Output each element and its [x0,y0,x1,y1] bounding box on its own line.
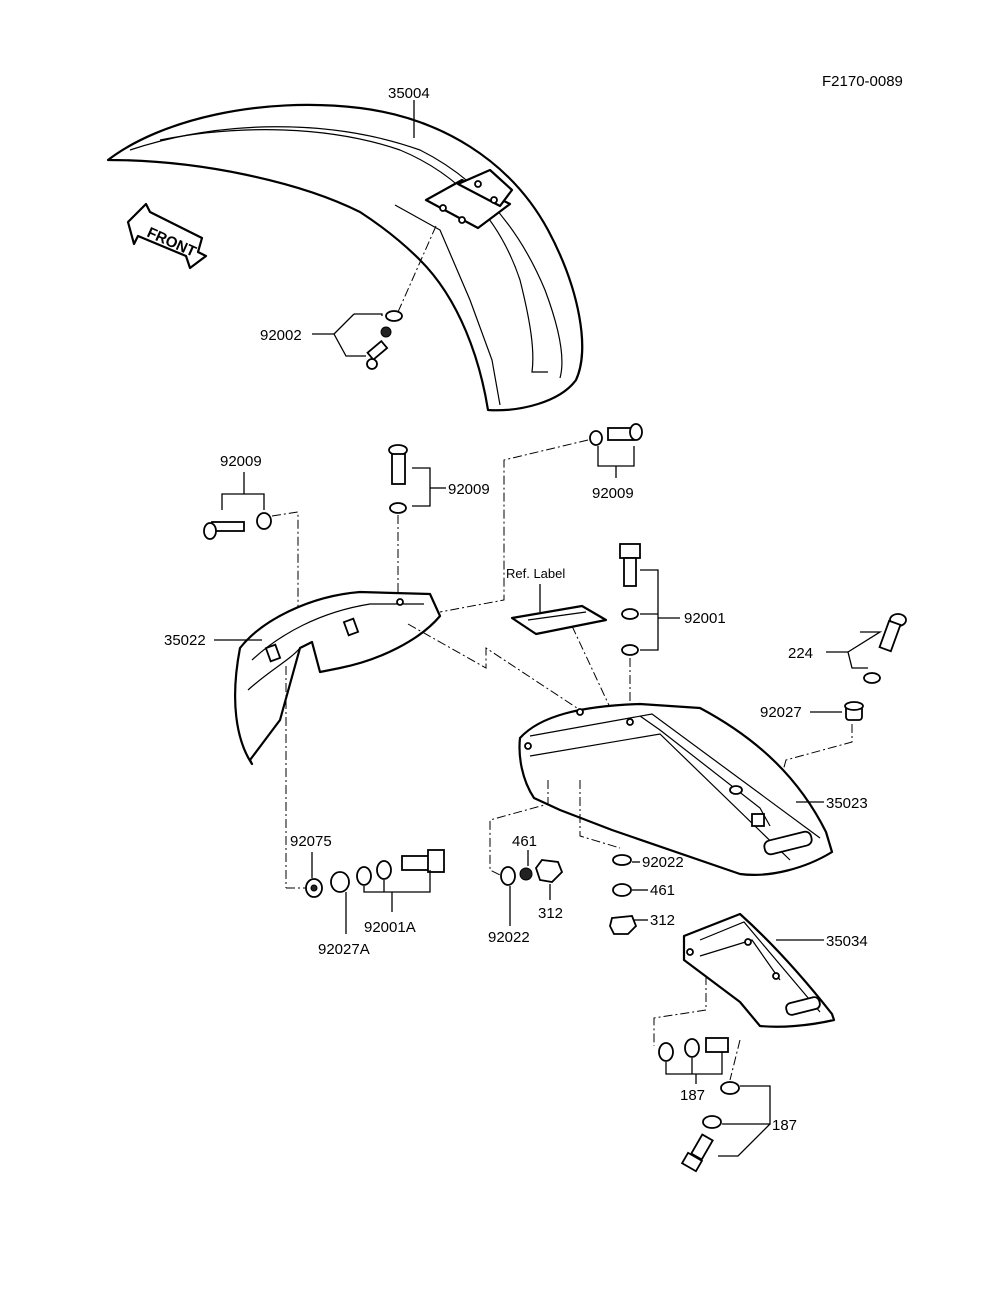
lower-left-bolt-set [305,849,445,898]
callout-35004: 35004 [388,85,430,102]
callout-92027: 92027 [760,704,802,721]
callout-92002: 92002 [260,327,302,344]
callout-92027A: 92027A [318,941,370,958]
callout-92001A: 92001A [364,919,416,936]
callout-312-center: 312 [538,905,563,922]
figure-code: F2170-0089 [822,73,903,90]
rear-fender-bolts-92001 [619,543,641,656]
flap-bolt-lower-224 [863,613,907,684]
callout-224: 224 [788,645,813,662]
callout-312-right: 312 [650,912,675,929]
callout-92022-right: 92022 [642,854,684,871]
flap-bolt-left [203,512,272,540]
callout-35022: 35022 [164,632,206,649]
callout-35023: 35023 [826,795,868,812]
callout-35034: 35034 [826,933,868,950]
front-flap [234,590,442,766]
callout-92009-top: 92009 [448,481,490,498]
callout-92022-center: 92022 [488,929,530,946]
ref-label-text: Ref. Label [506,566,565,581]
rear-fender [518,702,834,876]
callout-92009-right: 92009 [592,485,634,502]
bolt-set-187-a [658,1037,729,1062]
center-nut-set [500,859,564,886]
flap-bolt-top [388,444,408,514]
collar-92027 [844,701,864,721]
callout-187-b: 187 [772,1117,797,1134]
callout-92075: 92075 [290,833,332,850]
ref-label-plate [510,604,608,636]
front-direction-arrow: FRONT [126,202,208,270]
flap-bolt-right [589,423,643,446]
rear-flap [682,912,836,1028]
callout-461-center: 461 [512,833,537,850]
front-fender [106,103,584,412]
callout-92009-left: 92009 [220,453,262,470]
bolt-set-187-b [680,1081,740,1173]
callout-92001: 92001 [684,610,726,627]
right-nut-stack [609,854,638,935]
callout-461-right: 461 [650,882,675,899]
fender-bolt-set-92002 [366,310,403,370]
callout-187-a: 187 [680,1087,705,1104]
